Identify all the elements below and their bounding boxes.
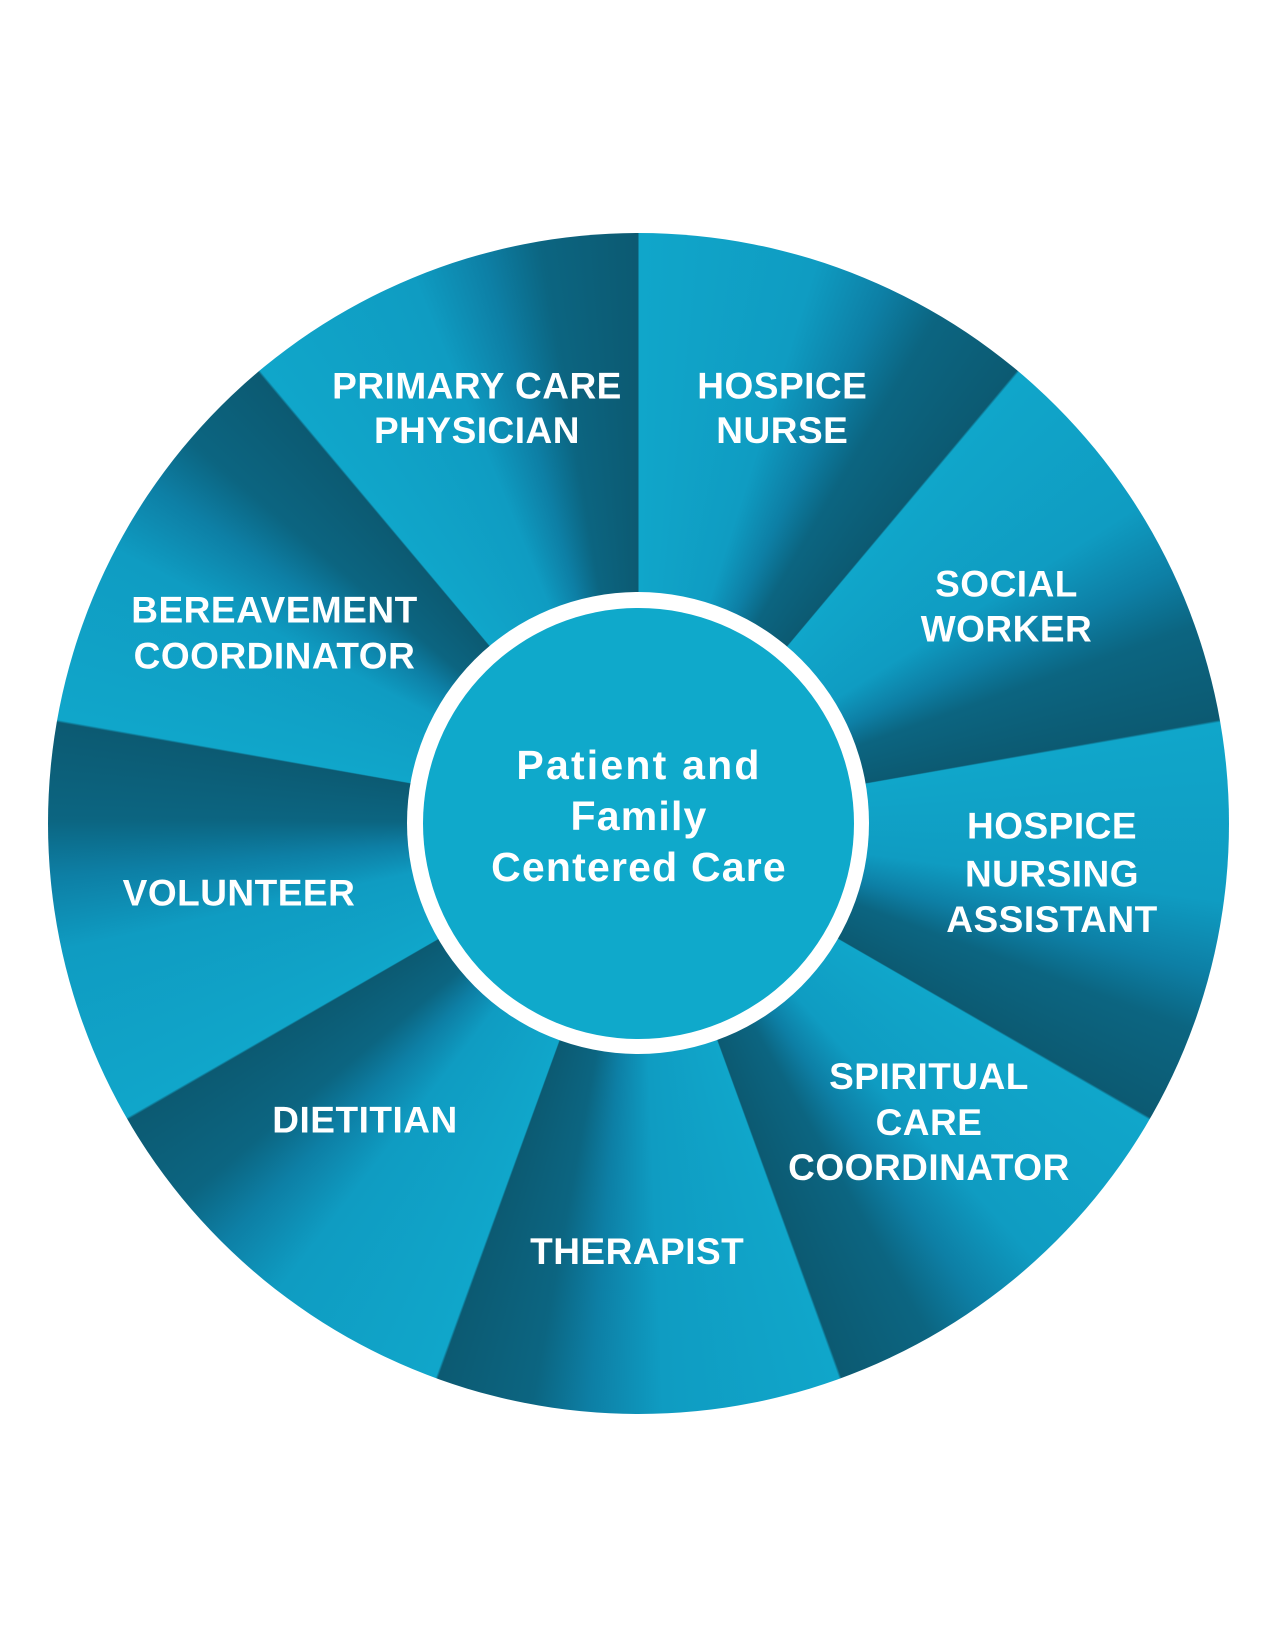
- svg-text:NURSE: NURSE: [716, 410, 848, 451]
- svg-text:CARE: CARE: [876, 1102, 983, 1143]
- svg-text:Patient and: Patient and: [516, 742, 761, 788]
- svg-text:DIETITIAN: DIETITIAN: [272, 1100, 457, 1141]
- svg-text:ASSISTANT: ASSISTANT: [946, 899, 1157, 940]
- svg-text:SPIRITUAL: SPIRITUAL: [829, 1056, 1029, 1097]
- svg-text:COORDINATOR: COORDINATOR: [134, 636, 416, 677]
- svg-text:Family: Family: [570, 793, 707, 839]
- svg-text:PHYSICIAN: PHYSICIAN: [374, 410, 580, 451]
- svg-text:NURSING: NURSING: [965, 854, 1139, 895]
- svg-text:HOSPICE: HOSPICE: [697, 366, 867, 407]
- svg-text:SOCIAL: SOCIAL: [935, 564, 1078, 605]
- svg-text:VOLUNTEER: VOLUNTEER: [123, 872, 356, 913]
- svg-text:HOSPICE: HOSPICE: [967, 806, 1137, 847]
- svg-text:Centered Care: Centered Care: [491, 844, 787, 890]
- svg-text:THERAPIST: THERAPIST: [530, 1231, 744, 1272]
- svg-text:WORKER: WORKER: [921, 608, 1093, 649]
- svg-text:PRIMARY CARE: PRIMARY CARE: [332, 366, 622, 407]
- svg-text:BEREAVEMENT: BEREAVEMENT: [131, 590, 417, 631]
- svg-text:COORDINATOR: COORDINATOR: [788, 1147, 1070, 1188]
